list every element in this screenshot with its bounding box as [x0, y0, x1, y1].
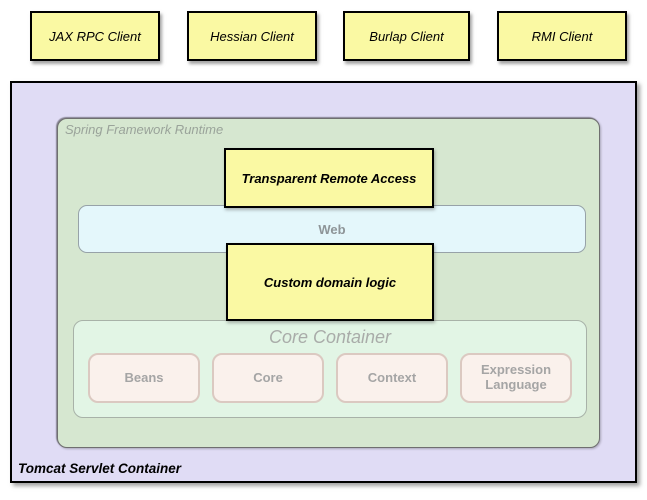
- core-container-label: Core Container: [268, 327, 392, 347]
- module-box-context: Context: [336, 353, 448, 403]
- module-core-label: Core: [253, 369, 283, 385]
- client-box-jax-rpc-label: JAX RPC Client: [49, 28, 141, 44]
- custom-domain-logic-label: Custom domain logic: [263, 274, 397, 290]
- client-box-jax-rpc: JAX RPC Client: [30, 11, 160, 61]
- transparent-remote-access-box: Transparent Remote Access: [224, 148, 434, 208]
- spring-framework-runtime-label: Spring Framework Runtime: [65, 122, 224, 137]
- client-box-rmi-label: RMI Client: [531, 28, 593, 44]
- module-expression-language-label: Expression Language: [480, 362, 552, 392]
- module-box-expression-language: Expression Language: [460, 353, 572, 403]
- module-box-core: Core: [212, 353, 324, 403]
- client-box-rmi: RMI Client: [497, 11, 627, 61]
- client-box-hessian: Hessian Client: [187, 11, 317, 61]
- client-box-hessian-label: Hessian Client: [210, 28, 294, 44]
- client-box-burlap: Burlap Client: [343, 11, 470, 61]
- module-box-beans: Beans: [88, 353, 200, 403]
- transparent-remote-access-label: Transparent Remote Access: [241, 170, 417, 186]
- module-beans-label: Beans: [124, 369, 164, 385]
- client-box-burlap-label: Burlap Client: [369, 28, 444, 44]
- tomcat-servlet-container-label: Tomcat Servlet Container: [18, 461, 182, 476]
- custom-domain-logic-box: Custom domain logic: [226, 243, 434, 321]
- web-layer-label: Web: [318, 221, 346, 237]
- module-context-label: Context: [367, 369, 417, 385]
